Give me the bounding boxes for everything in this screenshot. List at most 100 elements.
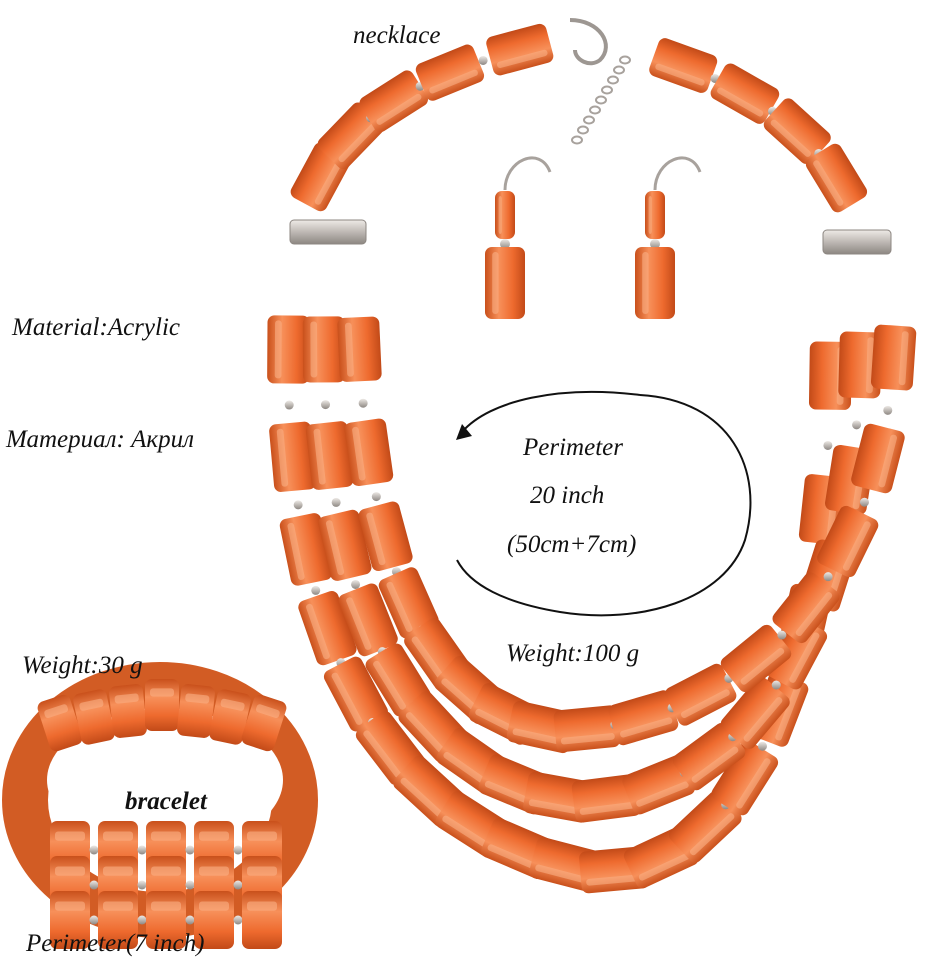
bead: [669, 791, 742, 863]
bead: [415, 44, 485, 101]
bracelet-image: [2, 662, 318, 949]
chain-link: [583, 115, 595, 125]
bead: [267, 315, 310, 384]
spacer-bead: [233, 915, 243, 925]
earring-small-bead: [495, 191, 515, 239]
perimeter-label-line2: 20 inch: [530, 482, 605, 509]
chain-link: [601, 85, 613, 95]
bead: [338, 583, 398, 657]
bead: [772, 572, 840, 644]
bead: [337, 316, 382, 382]
bracelet-bead: [241, 694, 287, 752]
spacer-bead: [137, 845, 147, 855]
bracelet-weight-label: Weight:30 g: [22, 652, 143, 679]
right-connector: [822, 229, 892, 255]
bracelet-bead: [98, 891, 138, 949]
bead: [571, 774, 641, 823]
bead: [608, 690, 679, 746]
bead: [665, 663, 737, 726]
spacer-bead: [233, 880, 243, 890]
chain-link: [589, 105, 601, 115]
bead: [378, 567, 439, 639]
bead: [365, 643, 431, 717]
spacer-bead: [478, 55, 488, 65]
material-label-en: Material:Acrylic: [12, 314, 180, 341]
spacer-bead: [89, 880, 99, 890]
spacer-bead: [823, 440, 833, 450]
bracelet-bead: [109, 684, 147, 738]
spacer-bead: [321, 400, 331, 410]
spacer-bead: [233, 845, 243, 855]
bracelet-label: bracelet: [125, 788, 207, 815]
bracelet-bead: [73, 689, 115, 745]
chain-link: [613, 65, 625, 75]
bead: [622, 755, 696, 815]
bead: [486, 23, 554, 76]
chain-link: [595, 95, 607, 105]
bead: [302, 316, 346, 383]
necklace-weight-label: Weight:100 g: [506, 640, 640, 667]
spacer-bead: [331, 497, 341, 507]
bead: [344, 418, 394, 487]
bracelet-bead: [194, 891, 234, 949]
left-connector: [289, 219, 367, 245]
bracelet-bead: [145, 679, 179, 731]
chain-link: [571, 135, 583, 145]
bead: [359, 70, 428, 133]
spacer-bead: [284, 400, 294, 410]
spacer-bead: [89, 915, 99, 925]
bracelet-bead: [242, 891, 282, 949]
chain-link: [619, 55, 631, 65]
spacer-bead: [185, 915, 195, 925]
bead: [720, 624, 792, 693]
spacer-bead: [358, 398, 368, 408]
bead: [838, 331, 882, 399]
bead: [305, 421, 354, 490]
chain-link: [577, 125, 589, 135]
bracelet-bead: [37, 694, 83, 752]
spacer-bead: [293, 500, 303, 510]
bracelet-bead: [50, 891, 90, 949]
spacer-bead: [311, 585, 321, 595]
bead: [323, 656, 388, 732]
spacer-bead: [185, 845, 195, 855]
perimeter-label-line1: Perimeter: [523, 434, 623, 461]
spacer-bead: [89, 845, 99, 855]
clasp: [569, 18, 608, 66]
earring-large-bead: [485, 247, 525, 319]
earring-large-bead: [635, 247, 675, 319]
necklace-label: necklace: [353, 22, 441, 49]
spacer-bead: [371, 492, 381, 502]
bead: [358, 501, 413, 572]
bead: [763, 98, 831, 164]
bead: [710, 63, 780, 124]
bead: [279, 513, 333, 586]
bead: [817, 505, 879, 578]
spacer-bead: [771, 680, 781, 690]
ear-hook: [503, 156, 552, 191]
chain-link: [607, 75, 619, 85]
spacer-bead: [137, 880, 147, 890]
bracelet-perimeter-label: Perimeter(7 inch): [26, 930, 205, 957]
spacer-bead: [185, 880, 195, 890]
bead: [649, 38, 718, 93]
spacer-bead: [650, 239, 660, 249]
earring-small-bead: [645, 191, 665, 239]
bracelet-bead: [177, 684, 215, 738]
bracelet-bead: [146, 891, 186, 949]
spacer-bead: [500, 239, 510, 249]
bead: [870, 324, 917, 391]
spacer-bead: [758, 741, 767, 751]
bead: [720, 677, 790, 749]
earrings-image: [485, 156, 702, 319]
bead: [269, 421, 316, 492]
necklace-image: [267, 18, 917, 894]
material-label-ru: Материал: Акрил: [6, 426, 194, 453]
spacer-bead: [777, 630, 787, 640]
bead: [805, 143, 868, 213]
curved-arrow-icon: [456, 390, 752, 617]
spacer-bead: [883, 405, 893, 415]
spacer-bead: [137, 915, 147, 925]
bead: [672, 722, 746, 791]
